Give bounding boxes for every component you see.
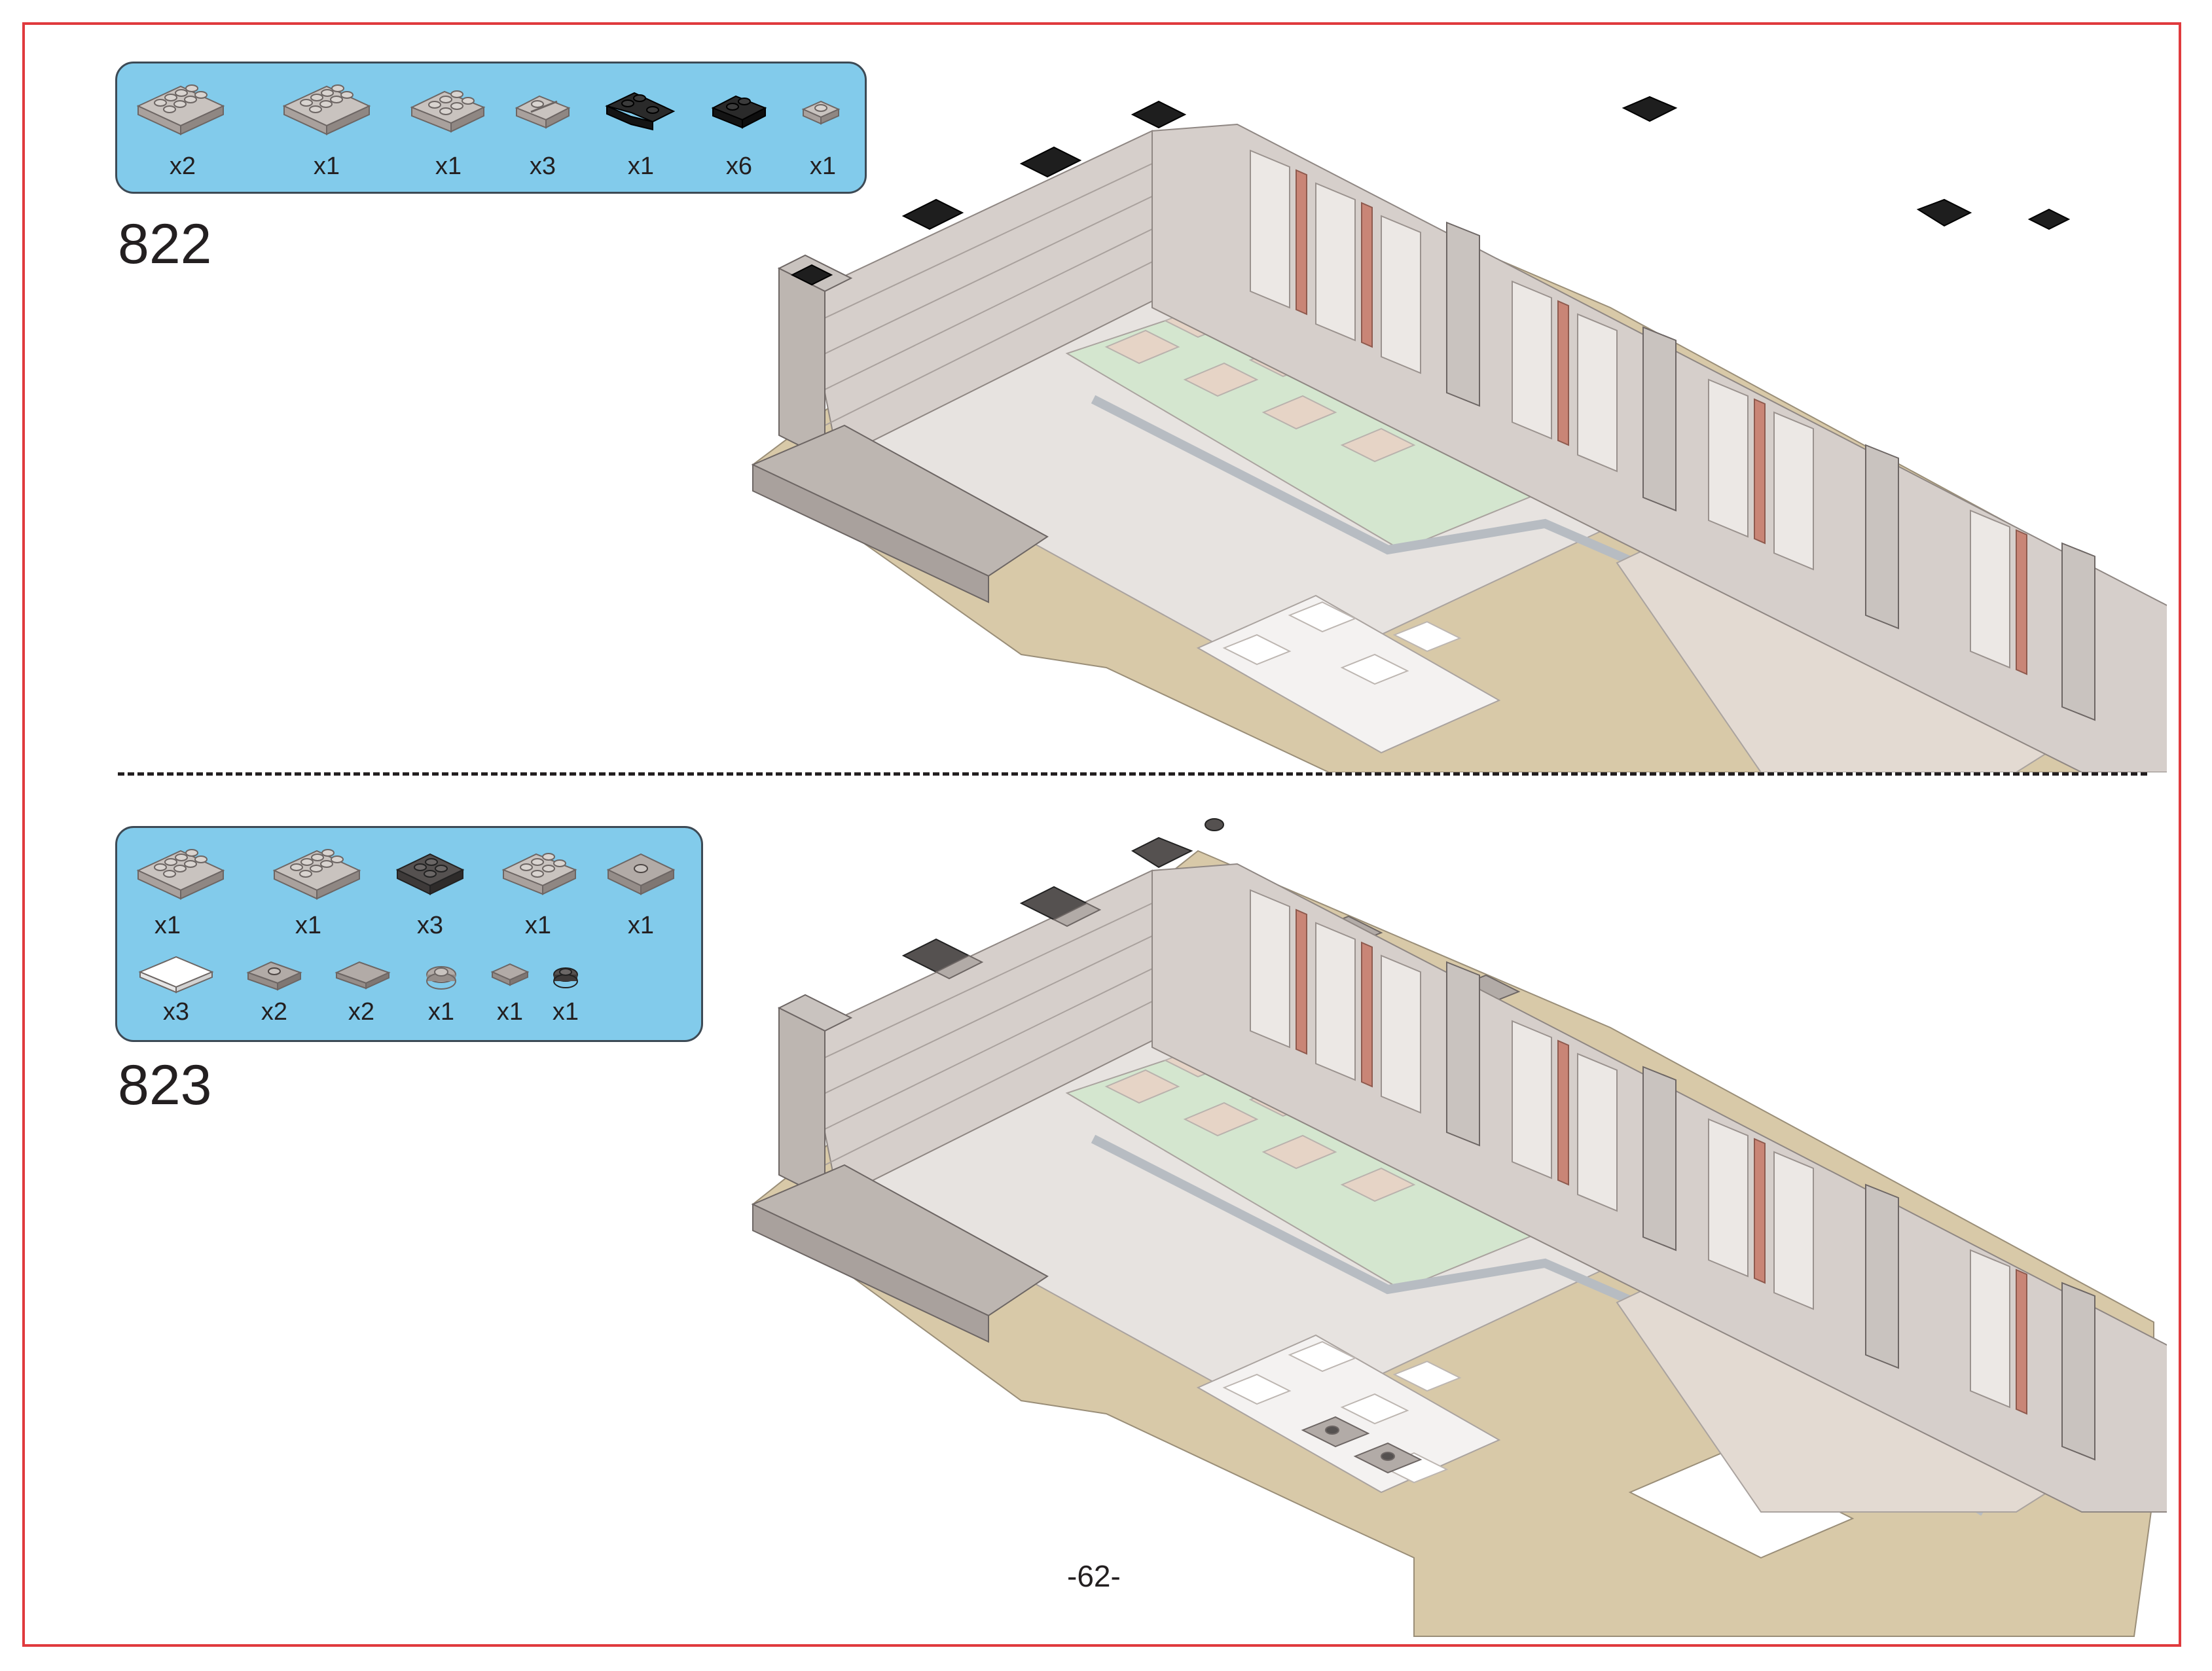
part-qty: x1 [154,912,181,939]
plate-1x2-rail-light-gray-icon [510,83,575,132]
plate-2x3-light-gray-icon [497,842,582,898]
part-qty: x1 [809,153,837,180]
build-illustration-822 [751,96,2167,772]
plate-2x4-light-gray-icon [278,77,376,135]
plate-1x1-light-gray-icon [798,90,844,129]
plate-2x4-light-gray-icon [268,841,366,900]
part-qty: x3 [416,912,444,939]
jumper-2x2-light-gray-icon [602,842,680,898]
build-illustration-823 [751,818,2167,1637]
part-qty: x2 [261,998,288,1026]
part-qty: x1 [496,998,524,1026]
plate-2x4-light-gray-icon [132,77,230,135]
part-qty: x3 [529,153,556,180]
plate-1x2-black-icon [706,83,772,132]
plate-2x3-light-gray-icon [405,80,490,135]
part-qty: x2 [169,153,196,180]
tile-1x2-light-gray-icon [330,949,395,995]
part-qty: x1 [295,912,322,939]
parts-callout-822: x2 x1 x1 [115,62,867,194]
plate-round-1x1-dark-gray-icon [543,952,589,992]
plate-round-1x1-light-gray-icon [418,952,464,992]
plate-2x2-dark-gray-icon [391,842,469,898]
step-number: 822 [118,213,212,276]
part-qty: x1 [524,912,552,939]
part-qty: x2 [348,998,375,1026]
step-number: 823 [118,1054,212,1117]
part-qty: x1 [313,153,340,180]
jumper-1x2-light-gray-icon [242,949,307,995]
tile-1x1-light-gray-icon [487,952,533,992]
part-qty: x1 [627,912,655,939]
step-divider [118,772,2147,776]
page-frame [22,22,2181,1647]
part-qty: x1 [427,998,455,1026]
tile-2x2-white-icon [137,949,215,995]
part-qty: x1 [435,153,462,180]
part-qty: x6 [725,153,753,180]
plate-corner-black-icon [602,80,680,132]
part-qty: x1 [627,153,655,180]
plate-2x4-light-gray-icon [132,841,230,900]
part-qty: x3 [162,998,190,1026]
parts-callout-823: x1 x1 x3 [115,826,703,1042]
part-qty: x1 [552,998,579,1026]
page-number: -62- [1067,1559,1121,1593]
